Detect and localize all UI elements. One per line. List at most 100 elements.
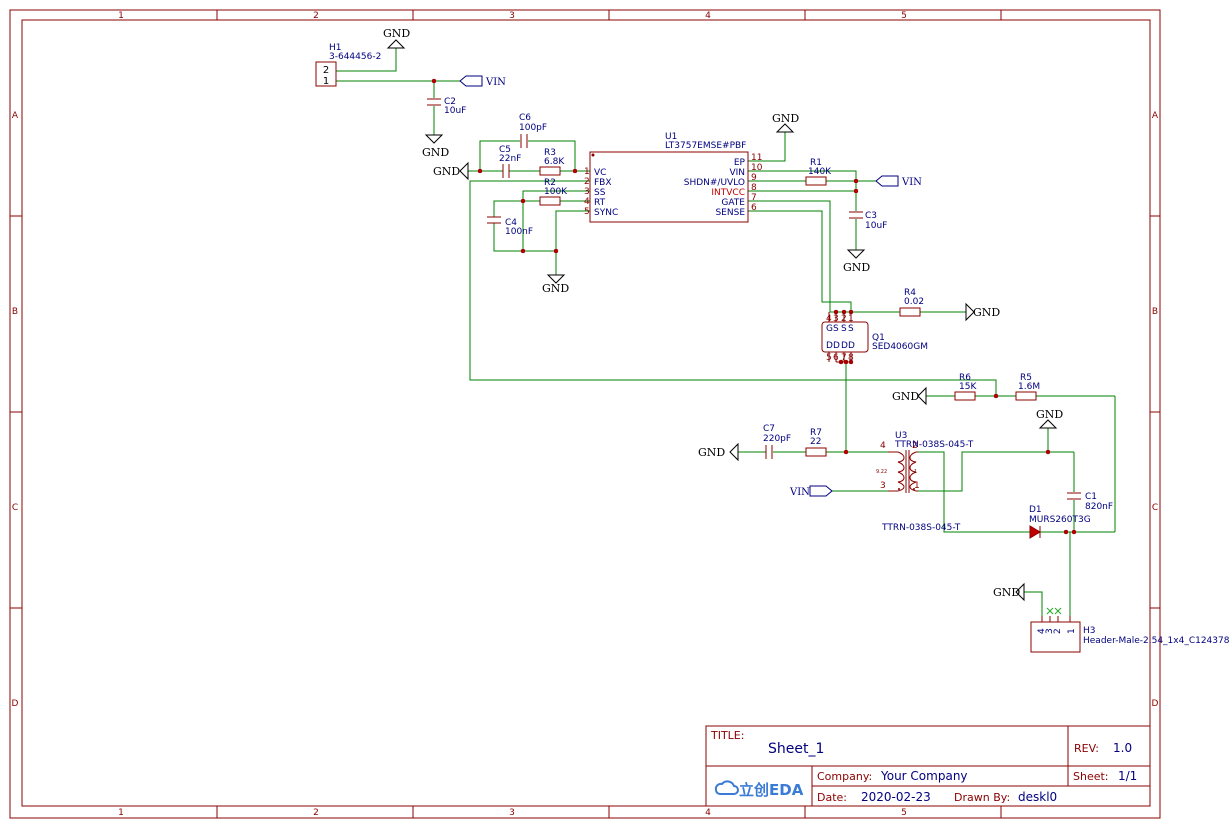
vin-label: VIN: [789, 487, 810, 498]
r3-resistor[interactable]: R3 6.8K: [539, 148, 565, 176]
u3-pin-num: 4: [880, 441, 886, 451]
r5-ref: R5: [1020, 373, 1032, 383]
u1-pin-name: EP: [734, 158, 746, 168]
c5-capacitor[interactable]: C5 22nF: [499, 145, 521, 178]
q1-pin-name: D: [833, 341, 840, 351]
row-label-left: C: [12, 503, 18, 513]
sheet-frame: [9, 9, 1161, 819]
gnd-symbol-c5: GND: [433, 161, 469, 181]
r1-resistor[interactable]: R1 140K: [805, 158, 832, 186]
c4-value: 100nF: [505, 227, 533, 237]
c2-capacitor[interactable]: C2 10uF: [427, 97, 466, 116]
h3-header[interactable]: 4 3 2 1 H3 Header-Male-2.54_1x4_C124378: [1030, 607, 1230, 653]
r3-value: 6.8K: [544, 157, 565, 167]
u1-pin-num: 5: [584, 207, 590, 217]
r7-resistor[interactable]: R7 22: [805, 428, 827, 457]
u1-pin-name: INTVCC: [711, 188, 745, 198]
c5-value: 22nF: [499, 154, 521, 164]
r2-resistor[interactable]: R2 100K: [539, 178, 568, 206]
col-label-bottom: 1: [118, 808, 124, 818]
c4-ref: C4: [505, 218, 517, 228]
r5-resistor[interactable]: R5 1.6M: [1015, 373, 1040, 401]
d1-diode[interactable]: D1 MURS260T3G: [1029, 505, 1091, 539]
row-label-right: C: [1152, 503, 1158, 513]
h1-connector[interactable]: 2 1 H1 3-644456-2: [315, 43, 381, 87]
vin-label: VIN: [901, 177, 922, 188]
r6-resistor[interactable]: R6 15K: [954, 373, 977, 401]
gnd-symbol-u1-ep: GND: [772, 112, 799, 133]
col-label-bottom: 3: [509, 808, 515, 818]
h3-value: Header-Male-2.54_1x4_C124378: [1083, 636, 1230, 646]
title-block: TITLE: Sheet_1 REV: 1.0 Company: Your Co…: [705, 725, 1151, 807]
date-value: 2020-02-23: [861, 790, 931, 804]
u1-pin-name: RT: [594, 198, 606, 208]
r3-ref: R3: [544, 148, 556, 158]
c1-value: 820nF: [1085, 502, 1113, 512]
col-label-top: 1: [118, 11, 124, 21]
q1-pin-name: S: [848, 324, 854, 334]
c2-value: 10uF: [444, 106, 466, 116]
u1-controller-ic[interactable]: U1 LT3757EMSE#PBF 1 VC 2 FBX 3 SS 4 RT 5…: [584, 132, 763, 223]
u3-pin-num: 2: [912, 441, 918, 451]
c2-ref: C2: [444, 97, 456, 107]
u1-pin-num: 1: [584, 167, 590, 177]
gnd-symbol-h3: GND: [993, 582, 1025, 602]
row-label-left: D: [12, 699, 19, 709]
u3-ratio-secondary: 1: [914, 469, 917, 475]
r6-value: 15K: [959, 382, 977, 392]
q1-pin-num: 1: [848, 314, 854, 324]
u1-pin-num: 11: [751, 153, 762, 163]
q1-pin-num: 8: [848, 353, 854, 363]
r6-ref: R6: [959, 373, 971, 383]
q1-pin-num: 3: [833, 314, 839, 324]
c5-ref: C5: [499, 145, 511, 155]
gnd-symbol-c1: GND: [1036, 408, 1063, 429]
vin-flag-u3: VIN: [789, 485, 833, 498]
u1-pin-name: SHDN#/UVLO: [684, 178, 745, 188]
gnd-label: GND: [698, 446, 725, 459]
u1-pin-num: 9: [751, 173, 757, 183]
d1-value: MURS260T3G: [1029, 515, 1091, 525]
rev-value: 1.0: [1113, 741, 1132, 755]
d1-ref: D1: [1029, 505, 1042, 515]
gnd-symbol-c7: GND: [698, 442, 739, 462]
h1-pin-label: 1: [323, 76, 329, 87]
u3-pin-num: 3: [880, 481, 886, 491]
gnd-label: GND: [993, 586, 1020, 599]
u1-pin-num: 3: [584, 187, 590, 197]
c3-capacitor[interactable]: C3 10uF: [849, 211, 887, 231]
u1-pin-name: VIN: [729, 168, 745, 178]
u1-value: LT3757EMSE#PBF: [665, 141, 746, 151]
company-label: Company:: [817, 770, 872, 783]
q1-ref: Q1: [872, 333, 885, 343]
c7-capacitor[interactable]: C7 220pF: [763, 424, 791, 459]
gnd-label: GND: [973, 306, 1000, 319]
c4-capacitor[interactable]: C4 100nF: [487, 216, 533, 237]
c6-capacitor[interactable]: C6 100pF: [519, 113, 547, 148]
h3-pin-label: 1: [1067, 628, 1077, 634]
gnd-label: GND: [772, 112, 799, 125]
u3-transformer[interactable]: 4 2 3 1 9.22 1 U3 TTRN-038S-045-T TTRN-0…: [876, 431, 974, 533]
u1-pin-name: SS: [594, 188, 606, 198]
gnd-label: GND: [843, 261, 870, 274]
u1-pin-num: 6: [751, 203, 757, 213]
sheet-title: Sheet_1: [768, 741, 824, 757]
c1-capacitor[interactable]: C1 820nF: [1067, 492, 1113, 512]
q1-value: SED4060GM: [872, 342, 928, 352]
gnd-symbol-h1: GND: [383, 27, 410, 49]
h1-pin-label: 2: [323, 65, 329, 76]
h1-ref: H1: [329, 43, 342, 53]
gnd-label: GND: [542, 282, 569, 295]
u3-ratio-primary: 9.22: [876, 469, 887, 475]
rev-label: REV:: [1074, 742, 1099, 755]
u1-pin-num: 4: [584, 197, 590, 207]
r4-resistor[interactable]: R4 0.02: [899, 288, 924, 317]
cloud-icon: [714, 780, 739, 795]
company-value: Your Company: [880, 769, 968, 783]
q1-mosfet[interactable]: 4 3 2 1 G S S S D D D D 5 6 7 8 Q1 SED40…: [821, 312, 928, 363]
vin-label: VIN: [485, 77, 506, 88]
gnd-symbol-c3: GND: [843, 249, 870, 274]
row-label-left: B: [12, 307, 18, 317]
gnd-label: GND: [422, 146, 449, 159]
